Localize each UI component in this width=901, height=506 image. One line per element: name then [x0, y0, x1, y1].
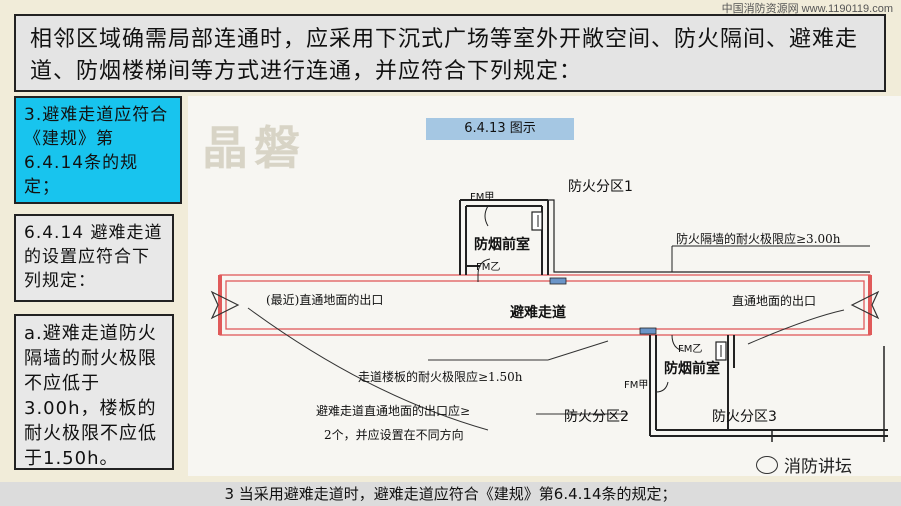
fm-jia-bottom-door-swing	[655, 381, 669, 393]
bottom-vent-symbol	[639, 327, 657, 335]
evacuation-corridor-diagram: 晶磐	[188, 96, 901, 476]
watermark-text: 中国消防资源网 www.1190119.com	[721, 3, 893, 15]
leader-lines	[247, 307, 845, 431]
zone1-boundary	[548, 199, 870, 273]
right-exit-label: 直通地面的出口	[732, 294, 817, 308]
fm-jia-top-door-swing	[484, 205, 489, 227]
zone-2-label: 防火分区2	[564, 409, 629, 425]
right-exit-arrow	[850, 290, 880, 320]
wechat-account-badge: 消防讲坛	[756, 452, 852, 477]
top-vent-symbol	[549, 277, 567, 285]
exits-count-note-line1: 避难走道直通地面的出口应≥	[316, 404, 471, 418]
wall-fire-rating-note: 防火隔墙的耐火极限应≥3.00h	[676, 232, 841, 246]
side-note-rule-6-4-14: 6.4.14 避难走道的设置应符合下列规定：	[14, 214, 174, 302]
bottom-anteroom-walls	[649, 335, 888, 437]
fm-yi-bottom-door-swing	[671, 334, 685, 352]
side-note-rule-3: 3.避难走道应符合《建规》第6.4.14条的规定；	[14, 96, 182, 204]
left-exit-arrow	[210, 290, 240, 320]
exits-count-note-line2: 2个，并应设置在不同方向	[324, 428, 464, 442]
side-note-item-a: a.避难走道防火隔墙的耐火极限不应低于3.00h，楼板的耐火极限不应低于1.50…	[14, 314, 174, 470]
wechat-icon	[756, 455, 778, 474]
slide-title: 相邻区域确需局部连通时，应采用下沉式广场等室外开敞空间、防火隔间、避难走道、防烟…	[14, 14, 886, 92]
bottom-anteroom-label: 防烟前室	[664, 361, 720, 377]
zone-1-label: 防火分区1	[568, 179, 633, 195]
figure-title: 6.4.13 图示	[426, 118, 574, 140]
zone-3-label: 防火分区3	[712, 409, 777, 425]
fm-jia-top-label: FM甲	[470, 192, 495, 203]
corridor-label: 避难走道	[510, 305, 566, 321]
fm-yi-bottom-label: FM乙	[678, 344, 703, 355]
top-anteroom-label: 防烟前室	[474, 237, 530, 253]
top-anteroom-walls	[459, 199, 549, 275]
fm-yi-top-label: FM乙	[476, 262, 501, 273]
floor-fire-rating-note: 走道楼板的耐火极限应≥1.50h	[358, 370, 523, 384]
top-stair-symbol	[531, 211, 543, 231]
left-exit-label: (最近)直通地面的出口	[266, 293, 384, 307]
bottom-caption: 3 当采用避难走道时，避难走道应符合《建规》第6.4.14条的规定；	[0, 482, 901, 506]
faint-background-mark: 晶磐	[202, 121, 306, 175]
fm-yi-top-door-swing	[477, 258, 491, 276]
diagram-drawing	[210, 199, 888, 442]
fm-jia-bottom-label: FM甲	[624, 380, 649, 391]
wechat-account-label: 消防讲坛	[784, 457, 852, 477]
